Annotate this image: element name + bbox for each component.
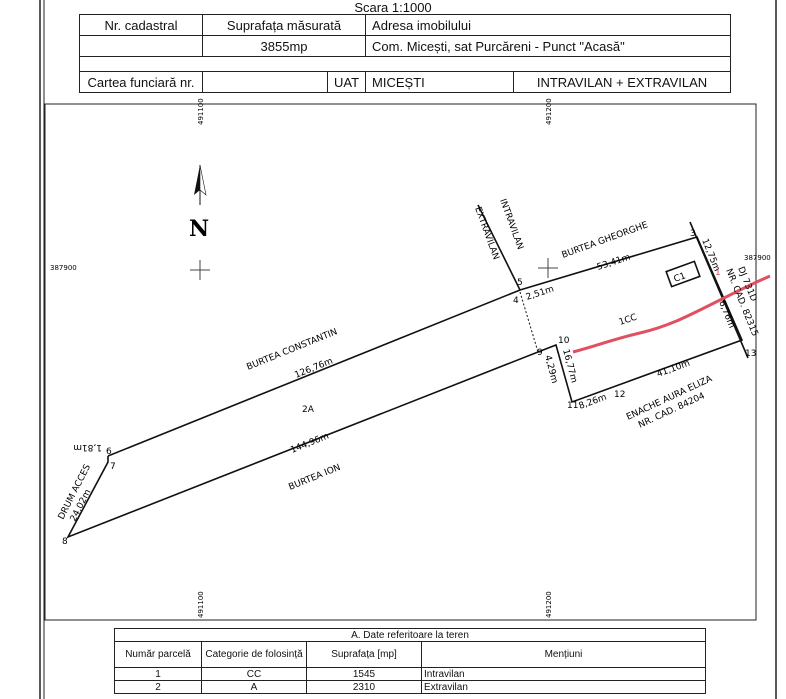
north-label: N — [189, 216, 209, 242]
point-10: 10 — [558, 336, 570, 346]
cell: Extravilan — [421, 680, 706, 694]
zone-value: INTRAVILAN + EXTRAVILAN — [513, 71, 731, 93]
cell: A — [201, 680, 307, 694]
point-4: 4 — [513, 296, 519, 306]
land-data-table: A. Date referitoare la teren Număr parce… — [114, 628, 706, 694]
extravilan-label: EXTRAVILAN — [472, 206, 500, 262]
parcel-1cc-label: 1CC — [618, 313, 638, 328]
point-9: 9 — [537, 348, 543, 358]
suprafata-label: Suprafața măsurată — [201, 14, 367, 36]
suprafata-value: 3855mp — [201, 35, 367, 57]
point-11: 11 — [567, 401, 578, 411]
cell: Intravilan — [421, 667, 706, 681]
col-header: Categorie de folosință — [201, 641, 307, 668]
neighbor-burtea-ion: BURTEA ION — [287, 463, 342, 493]
length-41-10: 41,10m — [656, 359, 692, 380]
parcel-boundaries — [66, 204, 749, 539]
uat-label: UAT — [326, 71, 367, 93]
intravilan-label: INTRAVILAN — [497, 198, 525, 251]
intravilan-boundary — [519, 291, 539, 353]
scale-label: Scara 1:1000 — [354, 0, 432, 15]
point-5: 5 — [517, 278, 523, 288]
length-1-81: 1,81m — [73, 442, 102, 452]
parcel-2a-label: 2A — [302, 405, 315, 415]
length-16-77: 16,77m — [560, 348, 579, 384]
point-3: 3 — [690, 229, 696, 239]
cell: 2 — [114, 680, 202, 694]
length-4-29: 4,29m — [542, 354, 559, 384]
col-header: Mențiuni — [421, 641, 706, 668]
cell: 1 — [114, 667, 202, 681]
point-1: 1 — [715, 268, 721, 278]
point-6: 6 — [106, 447, 112, 457]
red-annotation-line — [572, 274, 771, 354]
north-arrow-icon — [194, 164, 207, 205]
table-title: A. Date referitoare la teren — [114, 628, 706, 642]
carte-funciara-label: Cartea funciară nr. — [79, 71, 203, 93]
plan-frame — [44, 103, 757, 621]
building-label: C1 — [673, 271, 688, 285]
grid-x1-top: 491100 — [197, 98, 205, 125]
building-c1 — [665, 260, 701, 288]
length-144-96: 144,96m — [289, 431, 330, 455]
grid-x1-bottom: 491100 — [197, 591, 205, 618]
length-53-41: 53,41m — [596, 253, 632, 273]
length-6-76: 6,76m — [716, 299, 736, 329]
grid-x2-bottom: 491200 — [545, 591, 553, 618]
cell: CC — [201, 667, 307, 681]
point-12: 12 — [614, 390, 625, 400]
grid-y-left: 387900 — [50, 264, 77, 272]
col-header: Număr parcelă — [114, 641, 202, 668]
point-7: 7 — [110, 462, 116, 472]
length-8-26: 8,26m — [578, 393, 608, 412]
uat-value: MICEȘTI — [365, 71, 515, 93]
length-126-76: 126,76m — [293, 356, 334, 380]
grid-x2-top: 491200 — [545, 98, 553, 125]
grid-crosshairs — [190, 258, 558, 280]
col-header: Suprafața [mp] — [306, 641, 422, 668]
cell: 2310 — [306, 680, 422, 694]
cell: 1545 — [306, 667, 422, 681]
point-13: 13 — [745, 349, 756, 359]
grid-y-right: 387900 — [744, 254, 771, 262]
header-table: Nr. cadastral Suprafața măsurată Adresa … — [79, 14, 731, 93]
point-8: 8 — [62, 537, 68, 547]
